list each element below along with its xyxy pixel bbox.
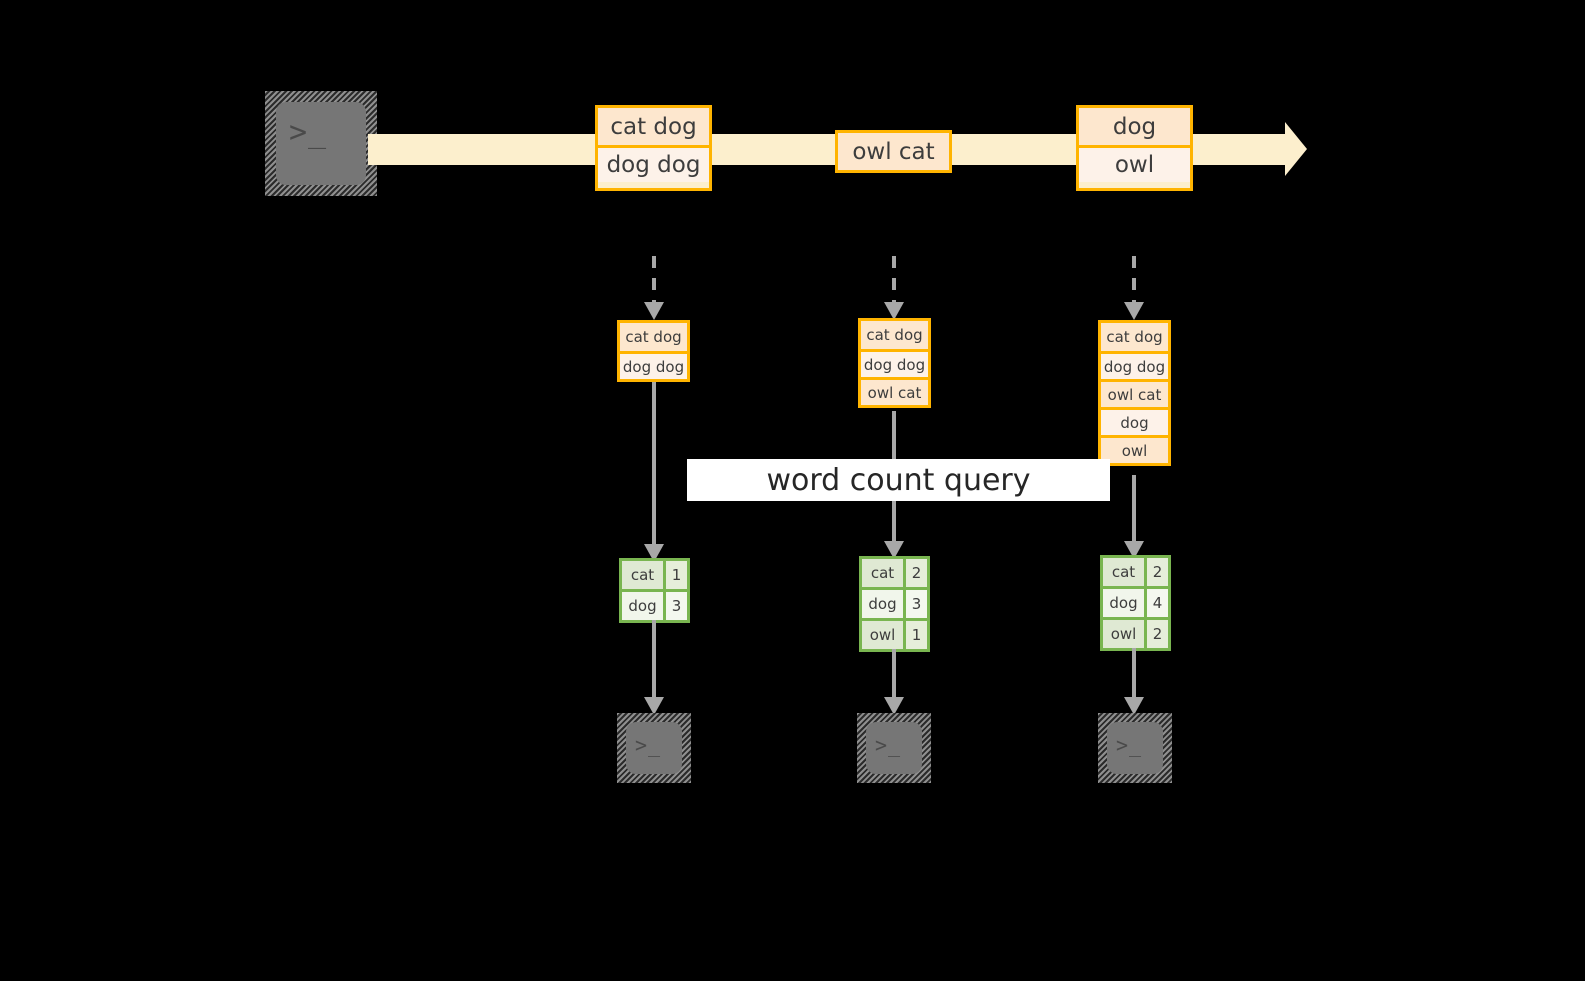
result-row: dog 3	[862, 587, 927, 618]
result-word: owl	[862, 621, 903, 649]
result-word: cat	[622, 561, 663, 589]
buffer-line: owl cat	[1101, 379, 1168, 407]
stream-record-3: dog owl	[1076, 105, 1193, 191]
result-table-2: cat 2 dog 3 owl 1	[859, 556, 930, 652]
result-word: cat	[1103, 558, 1144, 586]
sink-terminal-icon-2: >_	[857, 713, 931, 783]
stream-record-1: cat dog dog dog	[595, 105, 712, 191]
result-row: cat 2	[862, 559, 927, 587]
buffer-line: dog dog	[861, 349, 928, 377]
buffer-line: dog	[1101, 407, 1168, 435]
stream-arrow-head	[1285, 122, 1307, 176]
stream-record-line: owl	[1079, 145, 1190, 182]
result-word: cat	[862, 559, 903, 587]
terminal-screen: >_	[1107, 722, 1163, 774]
terminal-prompt-glyph: >_	[635, 733, 662, 757]
stream-record-line: dog	[1079, 108, 1190, 145]
buffer-line: owl	[1101, 435, 1168, 463]
result-count: 2	[903, 559, 927, 587]
result-row: dog 3	[622, 589, 687, 620]
result-word: dog	[1103, 589, 1144, 617]
buffer-line: cat dog	[1101, 323, 1168, 351]
buffer-line: dog dog	[620, 351, 687, 379]
terminal-prompt-glyph: >_	[1116, 733, 1143, 757]
terminal-screen: >_	[626, 722, 682, 774]
result-count: 1	[903, 621, 927, 649]
terminal-prompt-glyph: >_	[289, 115, 328, 150]
result-count: 3	[663, 592, 687, 620]
terminal-screen: >_	[866, 722, 922, 774]
sink-terminal-icon-1: >_	[617, 713, 691, 783]
result-word: dog	[622, 592, 663, 620]
result-table-1: cat 1 dog 3	[619, 558, 690, 623]
result-row: dog 4	[1103, 586, 1168, 617]
buffer-line: cat dog	[861, 321, 928, 349]
stream-record-line: owl cat	[838, 133, 949, 170]
stream-record-line: cat dog	[598, 108, 709, 145]
stream-record-line: dog dog	[598, 145, 709, 182]
result-count: 2	[1144, 558, 1168, 586]
result-count: 2	[1144, 620, 1168, 648]
buffer-line: owl cat	[861, 377, 928, 405]
result-word: dog	[862, 590, 903, 618]
query-label: word count query	[687, 459, 1110, 501]
source-terminal-icon: >_	[265, 91, 377, 196]
result-row: cat 2	[1103, 558, 1168, 586]
buffer-column-3: cat dog dog dog owl cat dog owl	[1098, 320, 1171, 466]
result-row: cat 1	[622, 561, 687, 589]
result-count: 3	[903, 590, 927, 618]
buffer-line: dog dog	[1101, 351, 1168, 379]
terminal-screen: >_	[276, 102, 366, 185]
result-count: 1	[663, 561, 687, 589]
sink-terminal-icon-3: >_	[1098, 713, 1172, 783]
buffer-column-1: cat dog dog dog	[617, 320, 690, 382]
result-row: owl 2	[1103, 617, 1168, 648]
stream-record-2: owl cat	[835, 130, 952, 173]
result-table-3: cat 2 dog 4 owl 2	[1100, 555, 1171, 651]
buffer-column-2: cat dog dog dog owl cat	[858, 318, 931, 408]
result-row: owl 1	[862, 618, 927, 649]
result-count: 4	[1144, 589, 1168, 617]
terminal-prompt-glyph: >_	[875, 733, 902, 757]
buffer-line: cat dog	[620, 323, 687, 351]
result-word: owl	[1103, 620, 1144, 648]
